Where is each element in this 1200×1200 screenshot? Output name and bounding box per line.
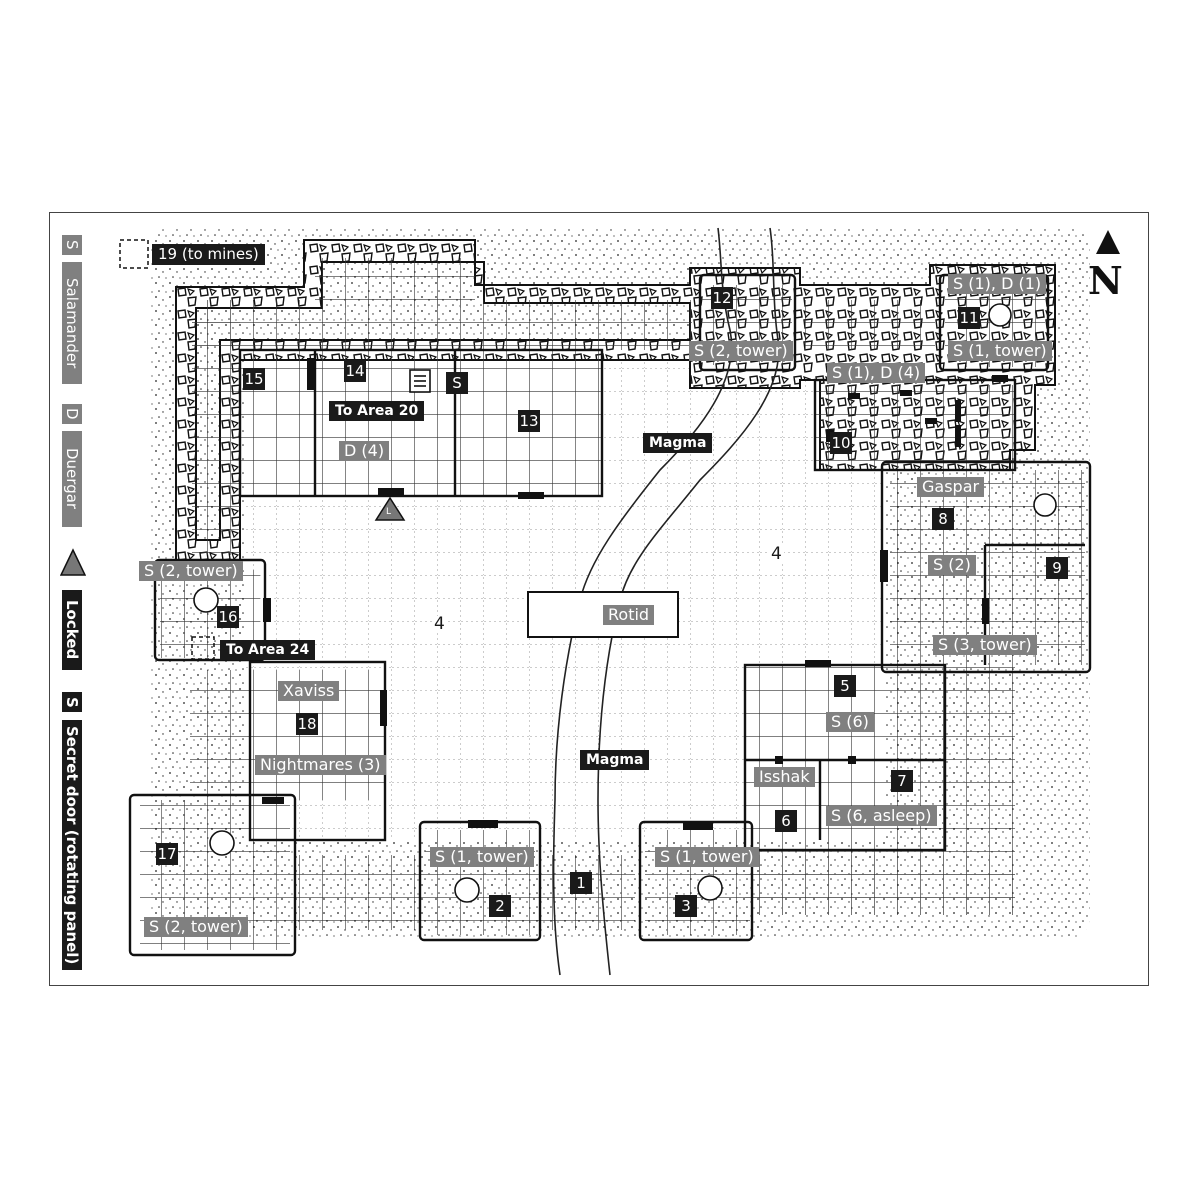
area-14-occupants: D (4) (339, 441, 390, 461)
sigil-icon (193, 587, 219, 613)
area-4-east-number: 4 (769, 544, 784, 564)
room-outlines (128, 273, 1092, 957)
legend-duergar-label: Duergar (62, 431, 82, 527)
legend-secret-label: Secret door (rotating panel) (62, 720, 82, 970)
area-2-tower: S (1, tower) (430, 847, 534, 867)
area-16-number: 16 (217, 606, 239, 628)
sigil-icon (209, 830, 235, 856)
area-10-number: 10 (830, 432, 852, 454)
area-3-number: 3 (675, 895, 697, 917)
area-15-number: 15 (243, 368, 265, 390)
area-17-tower: S (2, tower) (144, 917, 248, 937)
document-icon (409, 369, 431, 393)
area-3-tower: S (1, tower) (655, 847, 759, 867)
legend-mines-label: 19 (to mines) (152, 244, 265, 265)
rotid-label: Rotid (603, 605, 655, 625)
magma-north-label: Magma (643, 433, 713, 453)
area-5-number: 5 (834, 675, 856, 697)
legend-secret-key: S (62, 692, 82, 712)
area-12-number: 12 (711, 287, 733, 309)
magma-south-label: Magma (580, 750, 650, 770)
area-12-tower: S (2, tower) (689, 341, 793, 361)
mine-entrances (119, 239, 215, 660)
isshak-label: Isshak (754, 767, 815, 787)
area-7-occupants: S (6, asleep) (826, 806, 937, 826)
area-17-number: 17 (156, 843, 178, 865)
compass-letter: N (1088, 258, 1123, 303)
sigil-icon (988, 303, 1012, 327)
legend-salamander-key: S (62, 235, 82, 255)
sigil-icon (1033, 493, 1057, 517)
legend-locked-label: Locked (62, 590, 82, 670)
area-9-tower: S (3, tower) (933, 635, 1037, 655)
secret-door-marker: S (446, 372, 468, 394)
area-9-number: 9 (1046, 557, 1068, 579)
nightmares-label: Nightmares (3) (255, 755, 386, 775)
magma-river (552, 227, 780, 976)
legend-salamander-label: Salamander (62, 262, 82, 384)
north-arrow-icon (1096, 230, 1120, 254)
compass (1096, 230, 1120, 254)
area-11-number: 11 (958, 307, 980, 329)
doors (262, 358, 1008, 830)
area-11-occupants: S (1), D (1) (948, 274, 1047, 294)
sigil-icon (697, 875, 723, 901)
area-10-occupants: S (1), D (4) (827, 363, 926, 383)
area-8-number: 8 (932, 508, 954, 530)
area-7-number: 7 (891, 770, 913, 792)
area-5-occupants: S (6) (826, 712, 874, 732)
legend-duergar-key: D (62, 404, 82, 424)
to-area-24-label: To Area 24 (220, 640, 316, 660)
area-13-number: 13 (518, 410, 540, 432)
area-6-number: 6 (775, 810, 797, 832)
locked-door-icon (374, 496, 406, 521)
area-8-occupants: S (2) (928, 555, 976, 575)
gaspar-label: Gaspar (917, 477, 985, 497)
area-16-tower: S (2, tower) (139, 561, 243, 581)
area-2-number: 2 (489, 895, 511, 917)
locked-marker-letter: L (386, 507, 392, 517)
area-11-tower: S (1, tower) (948, 341, 1052, 361)
to-area-20-label: To Area 20 (329, 401, 425, 421)
area-14-number: 14 (344, 360, 366, 382)
area-18-number: 18 (296, 713, 318, 735)
area-1-number: 1 (570, 872, 592, 894)
salamander-sigils (193, 303, 1057, 903)
area-4-west-number: 4 (432, 614, 447, 634)
xaviss-label: Xaviss (278, 681, 340, 701)
sigil-icon (454, 877, 480, 903)
legend-locked-icon (60, 548, 86, 576)
